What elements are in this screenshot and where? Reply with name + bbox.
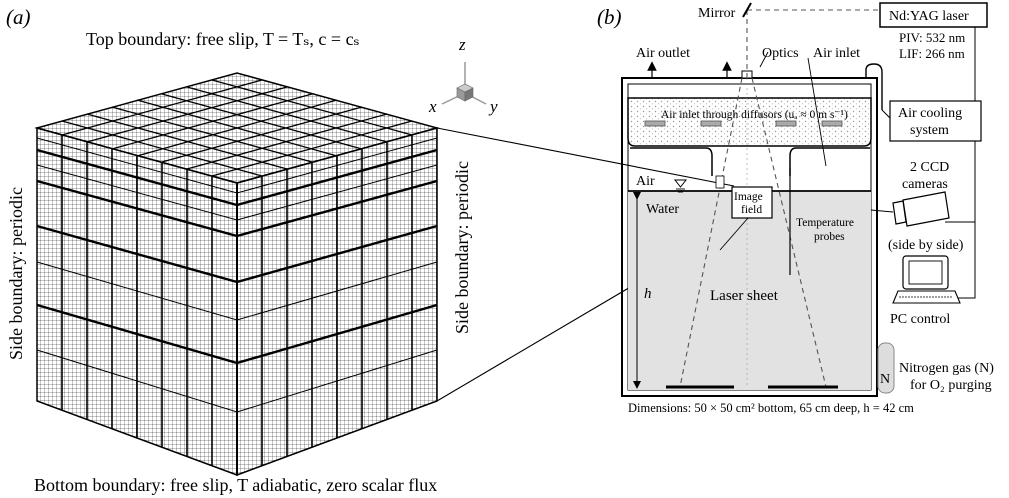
laser-box: [879, 2, 988, 28]
laser-sheet-label: Laser sheet: [710, 288, 779, 304]
optics-label: Optics: [762, 46, 799, 61]
image-field-box: [731, 186, 773, 219]
pc-control-label: PC control: [890, 312, 950, 327]
air-inlet-label: Air inlet: [813, 46, 860, 61]
air-cooling-label-1: Air cooling: [898, 106, 962, 121]
axis-x-label: x: [428, 97, 437, 116]
zoom-line-top: [436, 127, 735, 187]
top-boundary-label: Top boundary: free slip, T = Tₛ, c = cₛ: [86, 29, 360, 49]
ccd-camera-icon: [870, 191, 950, 227]
h-label: h: [644, 286, 652, 302]
side-boundary-left: Side boundary: periodic: [6, 187, 26, 360]
image-field-label-1: Image: [734, 191, 763, 203]
side-by-side-label: (side by side): [888, 238, 964, 253]
diffusors-label: Air inlet through diffusors (uₐ ≈ 0 m s⁻…: [661, 109, 848, 121]
mirror-label: Mirror: [698, 6, 736, 21]
lif-label: LIF: 266 nm: [899, 46, 965, 61]
temp-probes-label-1: Temperature: [796, 217, 854, 229]
temp-probes-label-2: probes: [814, 231, 845, 243]
panel-a-label: (a): [6, 5, 31, 29]
axis-y-label: y: [488, 97, 498, 116]
diffuser-chamber: [627, 97, 872, 147]
nitrogen-n-letter: N: [880, 372, 890, 387]
air-cooling-box: [889, 100, 982, 142]
piv-label: PIV: 532 nm: [899, 30, 965, 45]
ccd-label-2: cameras: [902, 177, 948, 192]
air-cooling-label-2: system: [910, 123, 949, 138]
mirror-icon: [742, 2, 752, 18]
air-outlet-label: Air outlet: [636, 46, 690, 61]
nitrogen-cylinder: [877, 342, 895, 394]
axis-z-label: z: [458, 35, 466, 54]
air-label: Air: [636, 174, 655, 189]
ccd-label-1: 2 CCD: [910, 160, 949, 175]
water-region: [628, 191, 871, 390]
nitrogen-label-1: Nitrogen gas (N): [899, 361, 994, 376]
nitrogen-label-2: for O₂ purging: [910, 378, 992, 393]
panel-a: (a) Top boundary: free slip, T = Tₛ, c =…: [6, 5, 745, 495]
mesh-cube: [34, 72, 440, 477]
pc-icon: [892, 255, 961, 304]
panel-b: (b) Air inlet through diffusors (uₐ ≈ 0 …: [597, 2, 994, 415]
water-label: Water: [646, 202, 679, 217]
side-boundary-right: Side boundary: periodic: [452, 161, 472, 334]
panel-b-label: (b): [597, 5, 622, 29]
laser-label: Nd:YAG laser: [889, 9, 969, 24]
dimensions-label: Dimensions: 50 × 50 cm² bottom, 65 cm de…: [628, 401, 914, 415]
image-field-label-2: field: [741, 204, 762, 216]
axis-triad: z x y: [428, 35, 498, 116]
bottom-boundary-label: Bottom boundary: free slip, T adiabatic,…: [34, 475, 437, 495]
